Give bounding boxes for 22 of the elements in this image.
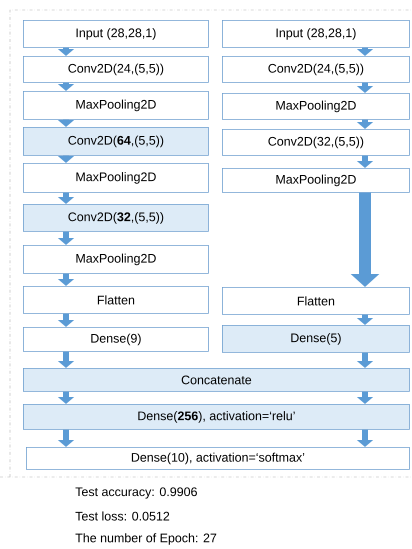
layer-box: Flatten xyxy=(222,287,410,315)
layer-box: Input (28,28,1) xyxy=(222,20,410,48)
layer-box: Flatten xyxy=(23,286,209,314)
layer-box: Dense(5) xyxy=(222,325,410,353)
layer-box: MaxPooling2D xyxy=(23,91,209,120)
layer-box: Concatenate xyxy=(23,368,410,392)
layer-box: MaxPooling2D xyxy=(222,168,410,193)
layer-box: Dense(256), activation=‘relu’ xyxy=(23,404,410,430)
layer-box: Conv2D(24,(5,5)) xyxy=(23,56,209,83)
layer-box: Conv2D(32,(5,5)) xyxy=(23,204,209,232)
layer-box: Conv2D(32,(5,5)) xyxy=(222,129,410,156)
layer-box: Conv2D(24,(5,5)) xyxy=(222,56,410,83)
result-text: Test accuracy: 0.9906 xyxy=(75,487,197,499)
layer-box: Dense(9) xyxy=(23,327,209,352)
layer-box: MaxPooling2D xyxy=(23,163,209,193)
layer-box: Input (28,28,1) xyxy=(23,20,209,48)
layer-box: Dense(10), activation=‘softmax’ xyxy=(26,447,410,470)
layer-box: Conv2D(64,(5,5)) xyxy=(23,127,209,156)
result-text: Test loss: 0.0512 xyxy=(75,511,170,521)
layer-box: MaxPooling2D xyxy=(222,93,410,120)
layer-box: MaxPooling2D xyxy=(23,245,209,274)
result-text: The number of Epoch: 27 xyxy=(75,533,216,545)
